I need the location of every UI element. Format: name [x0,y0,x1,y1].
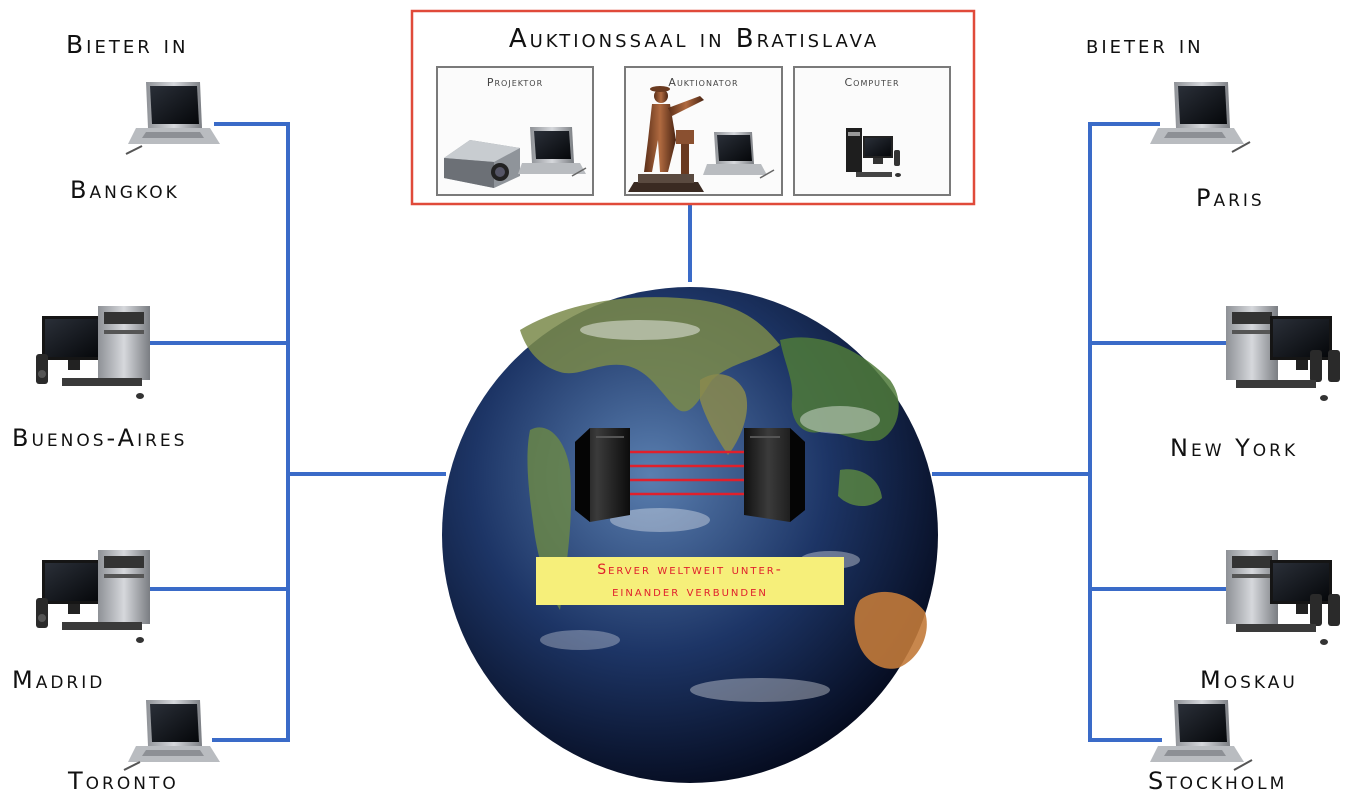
panel-title-auctioneer: Auktionator [668,76,739,89]
server-links [630,450,744,496]
desktop-computer-icon [36,550,150,643]
city-label-toronto: Toronto [68,767,179,795]
left-header: Bieter in [66,30,189,59]
left-connectors [148,122,446,742]
desktop-computer-icon [36,306,150,399]
server-note-banner: Server weltweit unter- einander verbunde… [536,557,844,605]
panel-title-computer: Computer [844,76,900,89]
auction-hall-title: Auktionssaal in Bratislava [508,24,880,54]
globe-icon [442,287,938,783]
city-label-paris: Paris [1196,184,1265,212]
right-connectors [932,122,1230,742]
panel-title-projector: Projektor [486,76,544,89]
laptop-icon [518,127,587,177]
server-note-line2: einander verbunden [612,584,768,600]
server-left-icon [575,428,630,522]
laptop-icon [703,132,775,179]
projector-icon [444,140,520,188]
laptop-icon [1150,82,1251,153]
right-header: bieter in [1086,30,1204,59]
city-label-new-york: New York [1170,434,1299,462]
city-label-madrid: Madrid [12,666,106,694]
desktop-computer-icon [846,128,901,177]
city-label-buenos-aires: Buenos-Aires [12,424,188,452]
server-right-icon [744,428,805,522]
desktop-computer-icon [1226,306,1340,401]
laptop-icon [1150,700,1253,771]
laptop-icon [123,700,220,771]
city-label-stockholm: Stockholm [1148,767,1288,795]
server-note-line1: Server weltweit unter- [597,562,783,578]
desktop-computer-icon [1226,550,1340,645]
auctioneer-statue-icon [628,86,704,192]
laptop-icon [125,82,220,155]
city-label-bangkok: Bangkok [70,176,180,204]
city-label-moskau: Moskau [1200,666,1298,694]
